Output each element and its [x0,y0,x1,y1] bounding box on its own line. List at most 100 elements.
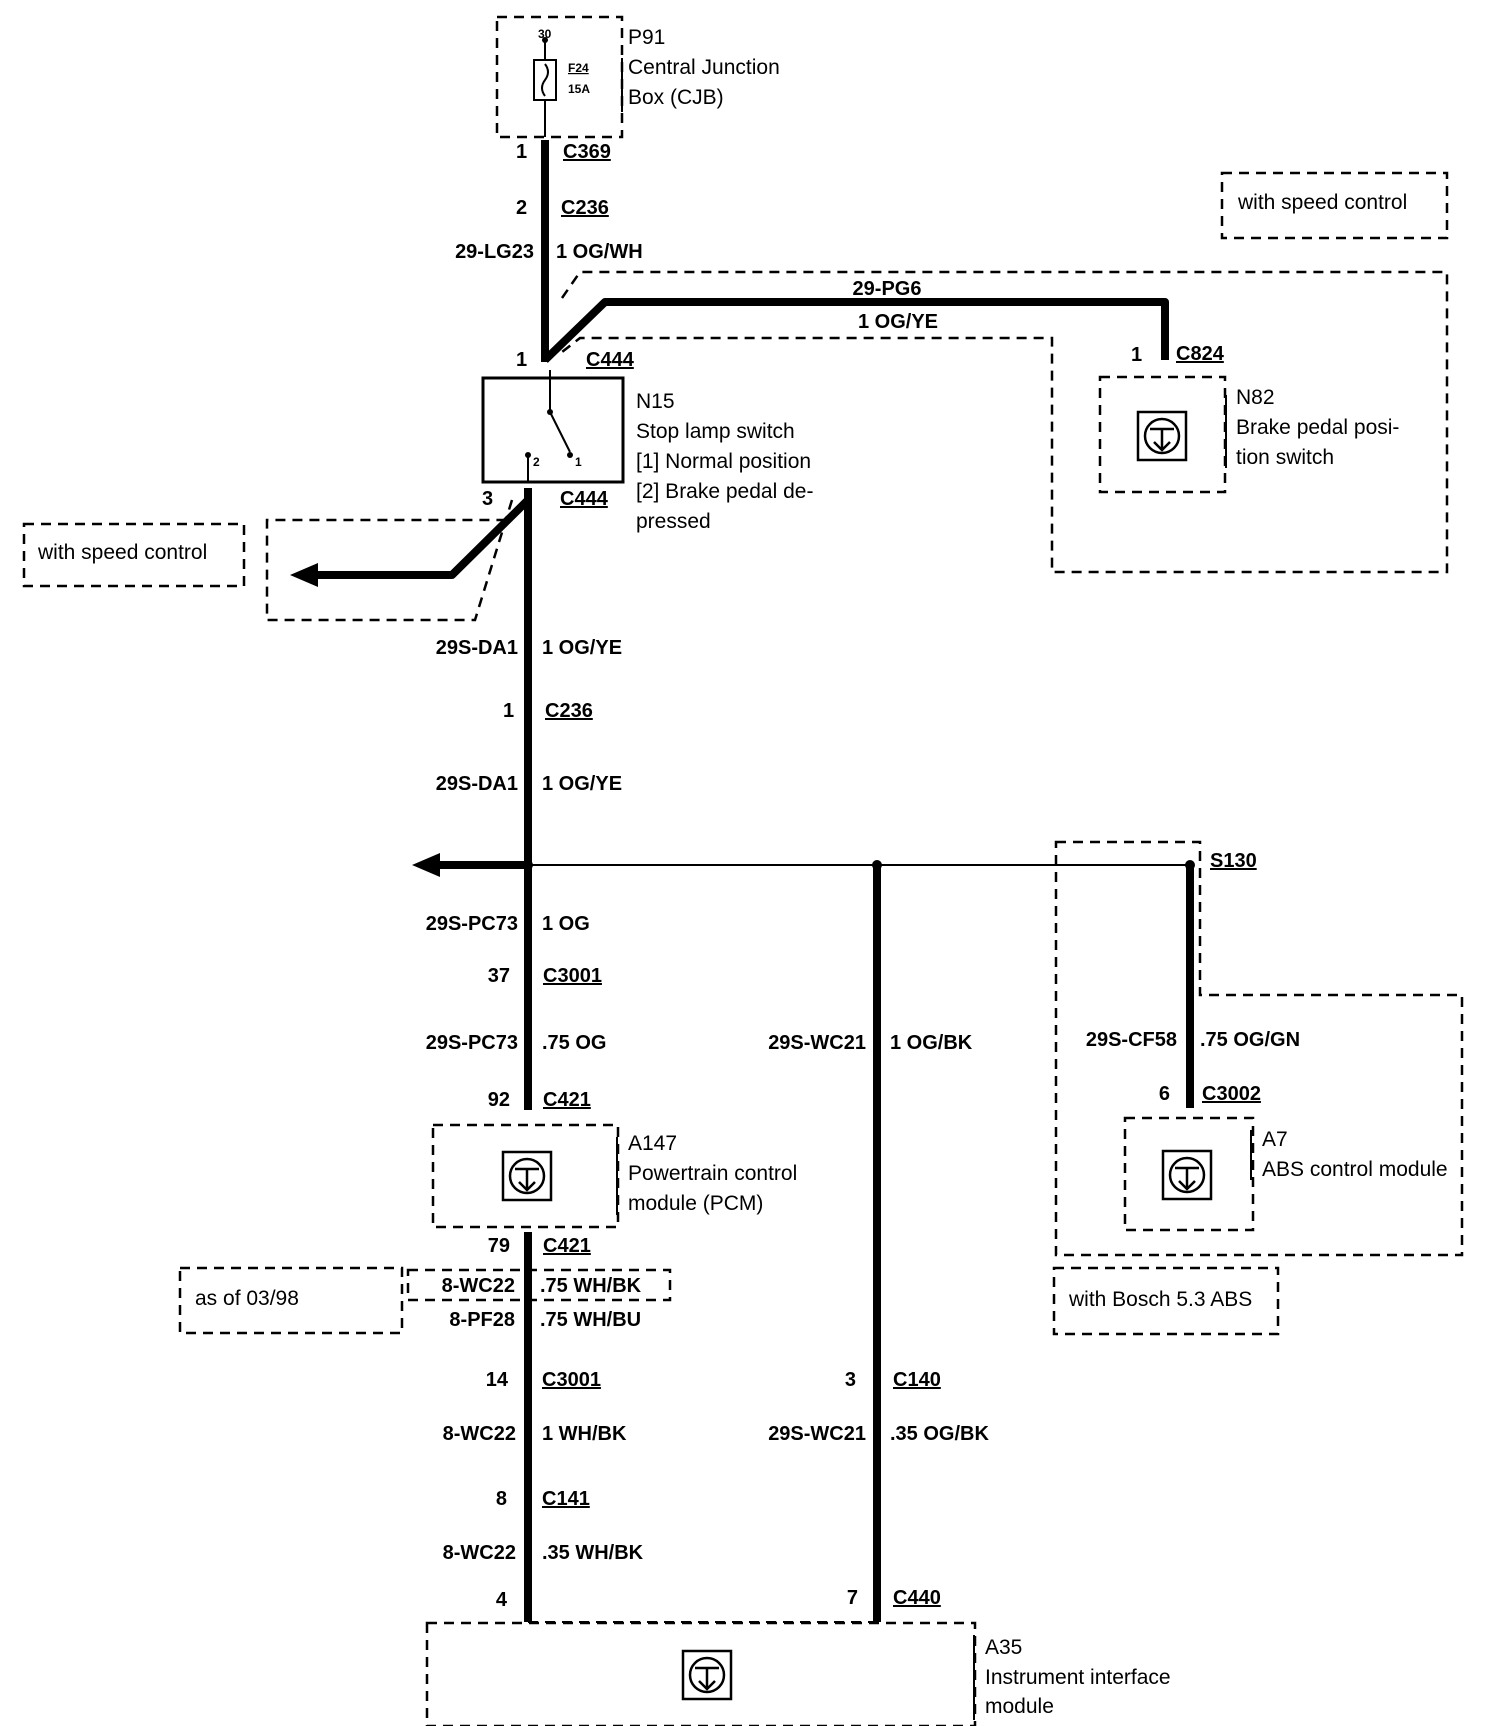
wire-8-pf28-circuit: 8-PF28 [449,1309,515,1331]
c444-in-pin: 1 [516,349,527,371]
note-box-as-of [178,1266,404,1335]
wire-8-wc22-c-spec: .35 WH/BK [542,1542,644,1564]
c236-top-pin: 2 [516,197,527,219]
wire-29s-wc21-b-circuit: 29S-WC21 [768,1423,866,1445]
a7-id: A7 [1262,1128,1288,1151]
wire-8-wc22-a-spec: .75 WH/BK [540,1275,642,1297]
c421-out-label: C421 [543,1235,591,1257]
a7-abs-control-module [1123,1116,1255,1232]
a35-instrument-interface-module [425,1621,977,1726]
wire-8-pf28-spec: .75 WH/BU [540,1309,641,1331]
c421-in-pin: 92 [488,1089,510,1111]
fuse-rating: 15A [568,82,590,96]
c236-top-label: C236 [561,197,609,219]
c369-pin: 1 [516,141,527,163]
c3001-b-pin: 14 [486,1369,509,1391]
wire-speed-control-branch [310,497,531,579]
n15-desc-2: [1] Normal position [636,450,811,473]
c140-pin: 3 [845,1369,856,1391]
wire-29s-wc21-b-spec: .35 OG/BK [890,1423,989,1445]
p91-id: P91 [628,26,665,49]
c444-out-pin: 3 [482,488,493,510]
p91-central-junction-box: 30 F24 15A [495,15,624,139]
c3002-label: C3002 [1202,1083,1261,1105]
c824-label: C824 [1176,343,1225,365]
n82-desc-1: Brake pedal posi- [1236,416,1399,439]
c140-label: C140 [893,1369,941,1391]
module-icon [695,1666,719,1691]
wire-29s-da1-b-circuit: 29S-DA1 [436,773,518,795]
note-box-speed-control-top [1220,171,1449,240]
c421-in-label: C421 [543,1089,591,1111]
module-icon [1175,1166,1199,1191]
wire-29s-da1-b-spec: 1 OG/YE [542,773,622,795]
note-bosch: with Bosch 5.3 ABS [1068,1288,1252,1311]
arrow-left-icon [290,563,318,587]
wire-8-wc22-a-circuit: 8-WC22 [442,1275,515,1297]
wire-29s-pc73-circuit: 29S-PC73 [426,913,518,935]
c3002-pin: 6 [1159,1083,1170,1105]
c3001-a-label: C3001 [543,965,602,987]
wire-29-pg6-circuit: 29-PG6 [853,278,922,300]
n82-desc-2: tion switch [1236,446,1334,469]
wire-8-wc22-b-spec: 1 WH/BK [542,1423,627,1445]
module-icon [1150,427,1174,452]
arrow-left-icon [412,853,440,877]
wire-29s-wc21-spec: 1 OG/BK [890,1032,973,1054]
wire-29s-pc73-b-circuit: 29S-PC73 [426,1032,518,1054]
wire-29s-da1-circuit: 29S-DA1 [436,637,518,659]
s130-label: S130 [1210,850,1257,872]
wire-8-wc22-b-circuit: 8-WC22 [443,1423,516,1445]
module-icon [515,1167,539,1192]
c824-pin: 1 [1131,344,1142,366]
n15-pos-2: 2 [533,455,540,469]
note-box-speed-control-left [22,522,246,588]
wire-29s-pc73-spec: 1 OG [542,913,590,935]
c444-out-label: C444 [560,488,609,510]
n15-desc-1: Stop lamp switch [636,420,795,443]
a35-desc-1: Instrument interface [985,1666,1171,1689]
c440-b-pin: 7 [847,1587,858,1609]
p91-desc-2: Box (CJB) [628,86,724,109]
c421-out-pin: 79 [488,1235,510,1257]
n82-brake-pedal-position-switch [1098,375,1227,494]
wire-29s-da1-spec: 1 OG/YE [542,637,622,659]
n15-desc-3: [2] Brake pedal de- [636,480,813,503]
note-box-bosch [1052,1266,1280,1336]
note-as-of: as of 03/98 [195,1287,299,1310]
n82-id: N82 [1236,386,1275,409]
a147-desc-2: module (PCM) [628,1192,763,1215]
wire-29-lg23-circuit: 29-LG23 [455,241,534,263]
fuse-pin-label: 30 [538,27,552,41]
c369-label: C369 [563,141,611,163]
wire-8-wc22-c-circuit: 8-WC22 [443,1542,516,1564]
a35-desc-2: module [985,1695,1054,1718]
c440-a-pin: 4 [496,1589,508,1611]
c236-mid-pin: 1 [503,700,514,722]
wire-29s-pc73-b-spec: .75 OG [542,1032,606,1054]
wire-29-pg6-spec: 1 OG/YE [858,311,938,333]
c3001-b-label: C3001 [542,1369,601,1391]
n15-pos-1: 1 [575,455,582,469]
n15-stop-lamp-switch: 2 1 [481,370,625,484]
n15-id: N15 [636,390,675,413]
wire-29s-cf58-spec: .75 OG/GN [1200,1029,1300,1051]
wire-29-lg23-spec: 1 OG/WH [556,241,643,263]
c440-b-label: C440 [893,1587,941,1609]
note-speed-control-top: with speed control [1237,191,1407,214]
a147-id: A147 [628,1132,677,1155]
wire-29-pg6 [542,298,1169,363]
c141-pin: 8 [496,1488,507,1510]
wire-29s-wc21-circuit: 29S-WC21 [768,1032,866,1054]
wire-29s-cf58-circuit: 29S-CF58 [1086,1029,1177,1051]
fuse-name: F24 [568,61,589,75]
a35-id: A35 [985,1636,1022,1659]
p91-desc-1: Central Junction [628,56,780,79]
note-speed-control-left: with speed control [37,541,207,564]
c141-label: C141 [542,1488,590,1510]
n15-desc-4: pressed [636,510,711,533]
a147-desc-1: Powertrain control [628,1162,797,1185]
c236-mid-label: C236 [545,700,593,722]
c444-in-label: C444 [586,349,635,371]
